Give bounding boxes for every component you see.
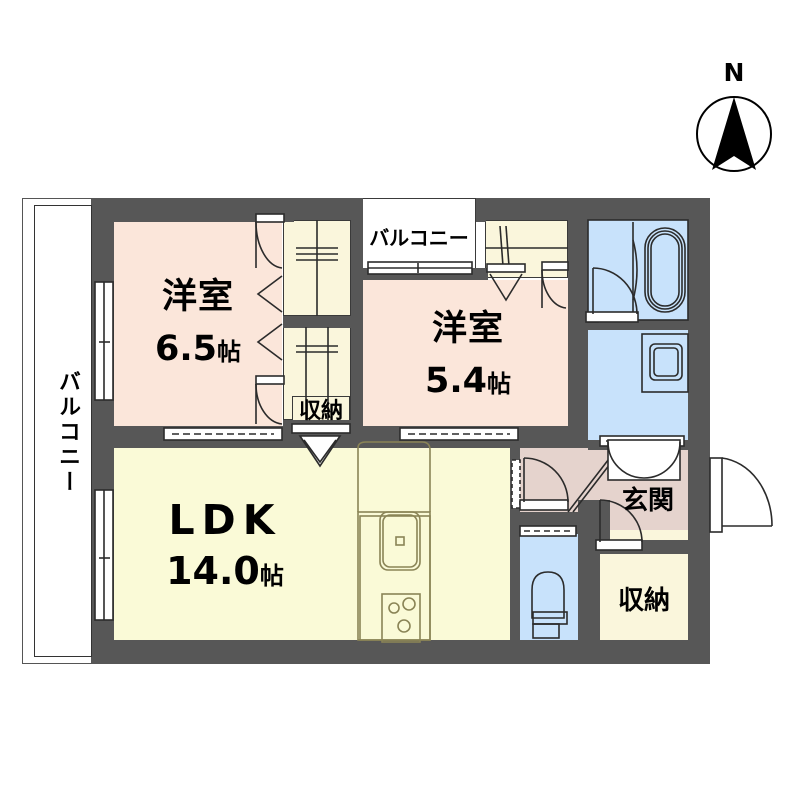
stove-icon: [381, 593, 421, 643]
balcony-north-label: バルコニー: [369, 226, 469, 250]
wall-right: [688, 198, 710, 664]
closet-north-door-arrow: [486, 263, 526, 302]
ldk-size-value: 14.0: [166, 549, 260, 593]
closet-west-upper-panels: [296, 220, 338, 316]
partition-bedroom-north-bottom: [399, 427, 519, 441]
bedroom-north-size-unit: 帖: [487, 370, 511, 398]
closet-center-door-arrow: [291, 423, 351, 468]
door-bathroom: [585, 267, 639, 323]
wall-ldk-right: [510, 448, 520, 640]
shoe-closet-doors: [607, 439, 681, 481]
wall-toilet-right: [578, 512, 600, 640]
wall-bottom: [92, 640, 710, 664]
wall-bath-divider: [588, 320, 688, 330]
wall-bedroom-north-right: [568, 198, 588, 448]
bedroom-north-floor: [362, 280, 568, 426]
closet-center-label: 収納: [298, 399, 343, 424]
door-ldk-hall: [511, 457, 569, 511]
window-bedroom-west: [94, 281, 114, 401]
bedroom-west-size: 6.5帖: [114, 332, 282, 367]
door-toilet: [519, 525, 577, 537]
balcony-west-label: バルコニー: [55, 370, 80, 495]
wash-basin-icon: [641, 333, 689, 393]
door-bedroom-west-lower: [255, 375, 285, 425]
closet-north-panels: [485, 225, 568, 267]
door-closet-south: [595, 499, 643, 551]
entrance-main-door: [709, 457, 773, 533]
entrance-label: 玄関: [621, 486, 674, 516]
bedroom-west-floor: [114, 222, 282, 426]
compass-needle-icon: [696, 96, 772, 172]
wall-bedroom-west-right: [282, 198, 294, 222]
wall-closet-north-left: [476, 198, 486, 222]
bedroom-west-size-value: 6.5: [154, 329, 217, 369]
bedroom-west-name: 洋室: [161, 277, 234, 317]
bedroom-north-name: 洋室: [431, 309, 504, 349]
kitchen-alcove: [358, 512, 430, 640]
compass-north-label: N: [723, 58, 745, 87]
closet-west-upper-arrow: [256, 275, 283, 313]
ldk-size: 14.0帖: [130, 552, 320, 590]
toilet-floor: [518, 532, 580, 640]
compass: N: [688, 58, 780, 174]
door-bedroom-north: [541, 261, 569, 309]
bedroom-north-size: 5.4帖: [384, 364, 552, 399]
window-ldk-west: [94, 489, 114, 621]
partition-bedroom-west-bottom: [163, 427, 283, 441]
balcony-west-inner: [34, 205, 92, 657]
closet-west-lower-panels: [296, 327, 338, 420]
bedroom-west-size-unit: 帖: [217, 338, 241, 366]
closet-south-label: 収納: [617, 586, 670, 616]
bathtub-icon: [587, 219, 689, 321]
ldk-name: LDK: [168, 496, 282, 544]
kitchen-sink-icon: [379, 511, 421, 571]
door-bedroom-west-top: [255, 213, 285, 269]
window-balcony-north: [367, 261, 473, 275]
wall-hall-bottom: [578, 500, 610, 514]
kitchen-island-outline: [359, 515, 431, 641]
toilet-icon: [531, 571, 568, 639]
ldk-floor: [114, 448, 510, 640]
wall-closet-right: [351, 198, 363, 448]
wall-closet-divider: [283, 316, 351, 328]
bedroom-north-size-value: 5.4: [424, 361, 487, 401]
closet-west-lower-arrow: [256, 323, 283, 361]
ldk-size-unit: 帖: [259, 562, 284, 590]
